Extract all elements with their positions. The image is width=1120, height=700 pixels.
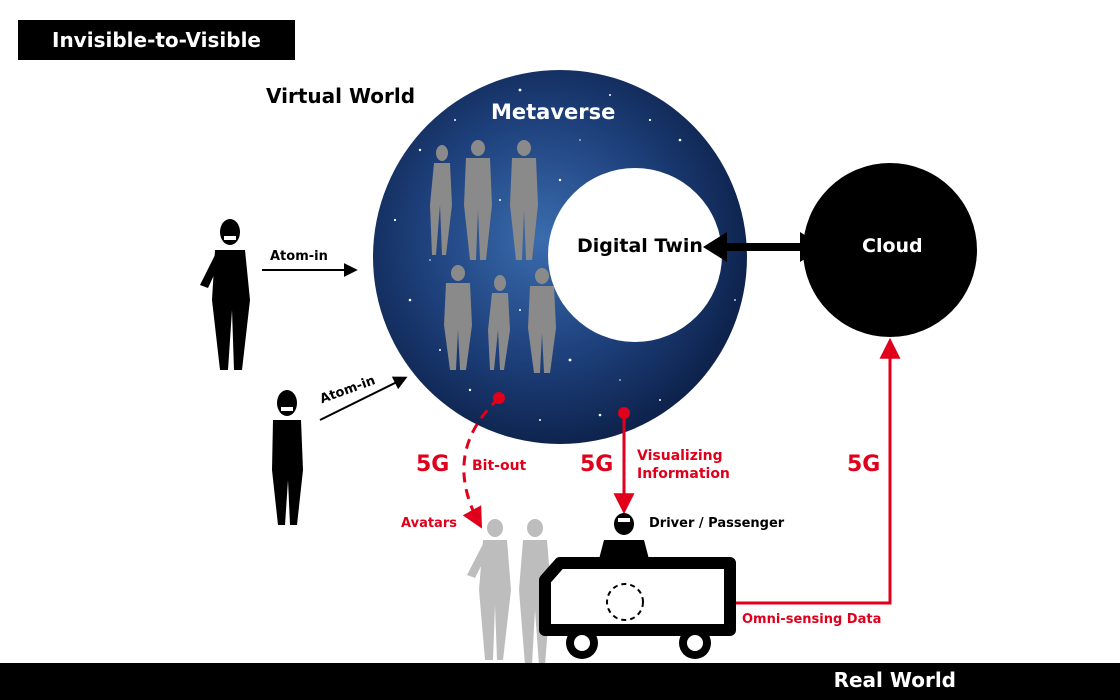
vehicle [539, 557, 736, 659]
bit-out-label: Bit-out [472, 458, 527, 474]
digital-twin-circle [548, 168, 722, 342]
page-title: Invisible-to-Visible [18, 20, 295, 60]
fiveg-cloud-label: 5G [847, 452, 881, 477]
atom-in-label-1: Atom-in [270, 249, 328, 264]
avatar-silhouettes [467, 519, 551, 665]
bit-out-arrow [462, 396, 501, 529]
visualizing-information-label: Visualizing Information [637, 447, 777, 483]
fiveg-bitout-label: 5G [416, 452, 450, 477]
atom-in-arrow-2 [319, 376, 408, 421]
metaverse-label: Metaverse [491, 100, 616, 124]
avatars-label: Avatars [401, 516, 457, 531]
visualizing-line-1: Visualizing [637, 448, 723, 464]
real-world-ground-bar [0, 663, 1120, 700]
driver-silhouette [598, 513, 650, 563]
fiveg-visualizing-label: 5G [580, 452, 614, 477]
double-arrow [703, 232, 824, 262]
visualizing-line-2: Information [637, 466, 730, 482]
cloud-label: Cloud [862, 235, 923, 257]
person-silhouette-1 [200, 219, 250, 370]
person-silhouette-2 [272, 390, 303, 525]
virtual-world-label: Virtual World [266, 84, 416, 108]
cloud-circle [803, 163, 977, 337]
driver-passenger-label: Driver / Passenger [649, 516, 785, 531]
metaverse-silhouettes [430, 140, 556, 373]
omni-sensing-label: Omni-sensing Data [742, 612, 882, 627]
vehicle-sensor-ring [606, 583, 644, 621]
real-world-label: Real World [833, 668, 956, 692]
digital-twin-label: Digital Twin [577, 235, 703, 257]
